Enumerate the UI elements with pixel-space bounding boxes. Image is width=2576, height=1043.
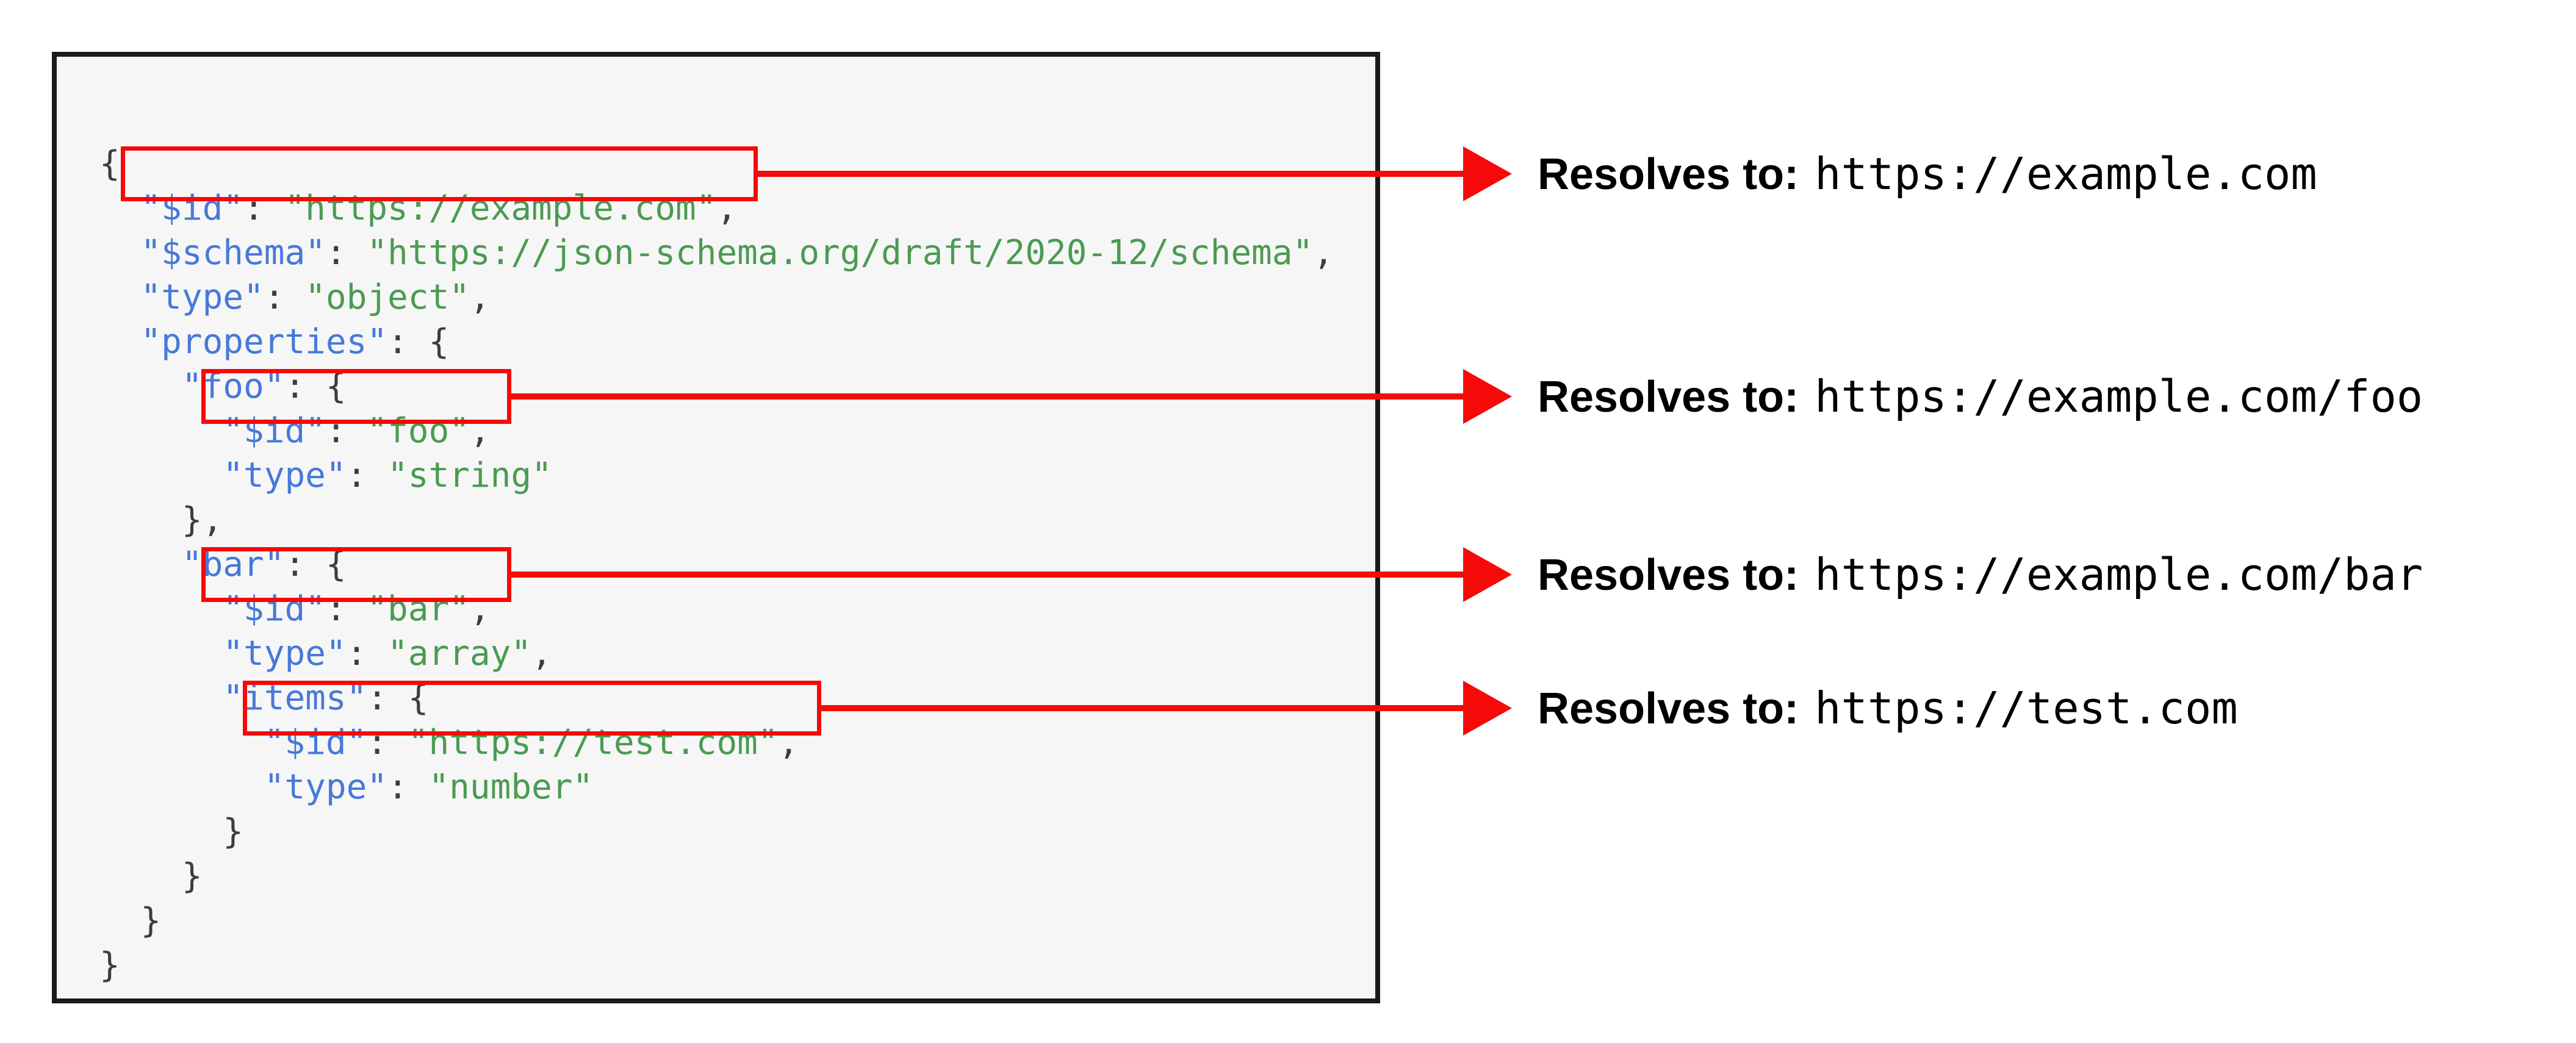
resolution-url: https://example.com/bar bbox=[1815, 549, 2423, 600]
highlight-box-items-id bbox=[243, 681, 821, 736]
resolution-url: https://test.com bbox=[1815, 683, 2238, 734]
arrow-line-icon bbox=[511, 572, 1464, 578]
code-line: "type": "object", bbox=[140, 278, 491, 317]
arrow-right-icon bbox=[1463, 547, 1512, 602]
resolution-label: Resolves to: bbox=[1538, 684, 1799, 733]
code-line: "properties": { bbox=[140, 322, 450, 362]
arrow-line-icon bbox=[511, 393, 1464, 400]
resolution-row-1: Resolves to: https://example.com bbox=[1538, 146, 2317, 202]
code-line: "$id": "https://test.com", bbox=[264, 723, 799, 762]
code-line: "type": "number" bbox=[264, 767, 594, 807]
code-line: } bbox=[99, 901, 162, 941]
code-line: "$schema": "https://json-schema.org/draf… bbox=[140, 233, 1334, 273]
arrow-right-icon bbox=[1463, 146, 1512, 201]
code-line: } bbox=[99, 856, 203, 896]
code-line: "type": "string" bbox=[223, 456, 552, 495]
arrow-right-icon bbox=[1463, 369, 1512, 424]
resolution-row-2: Resolves to: https://example.com/foo bbox=[1538, 368, 2423, 425]
resolution-row-3: Resolves to: https://example.com/bar bbox=[1538, 547, 2423, 603]
highlight-box-root-id bbox=[121, 146, 758, 201]
code-line: "type": "array", bbox=[223, 634, 552, 673]
resolution-url: https://example.com bbox=[1815, 148, 2317, 199]
code-panel bbox=[52, 52, 1380, 1003]
arrow-line-icon bbox=[758, 171, 1464, 177]
highlight-box-bar-id bbox=[201, 547, 511, 602]
resolution-label: Resolves to: bbox=[1538, 551, 1799, 600]
code-line: } bbox=[99, 945, 120, 985]
code-line: "$id": "foo", bbox=[223, 411, 491, 451]
resolution-row-4: Resolves to: https://test.com bbox=[1538, 680, 2238, 736]
code-line: "$id": "https://example.com", bbox=[140, 188, 738, 228]
highlight-box-foo-id bbox=[201, 369, 511, 424]
code-line: } bbox=[99, 812, 244, 851]
resolution-url: https://example.com/foo bbox=[1815, 371, 2423, 422]
arrow-right-icon bbox=[1463, 681, 1512, 736]
code-line: { bbox=[99, 144, 120, 184]
code-line: "$id": "bar", bbox=[223, 589, 491, 629]
code-line: }, bbox=[99, 500, 223, 540]
arrow-line-icon bbox=[821, 705, 1464, 711]
resolution-label: Resolves to: bbox=[1538, 373, 1799, 421]
resolution-label: Resolves to: bbox=[1538, 150, 1799, 199]
